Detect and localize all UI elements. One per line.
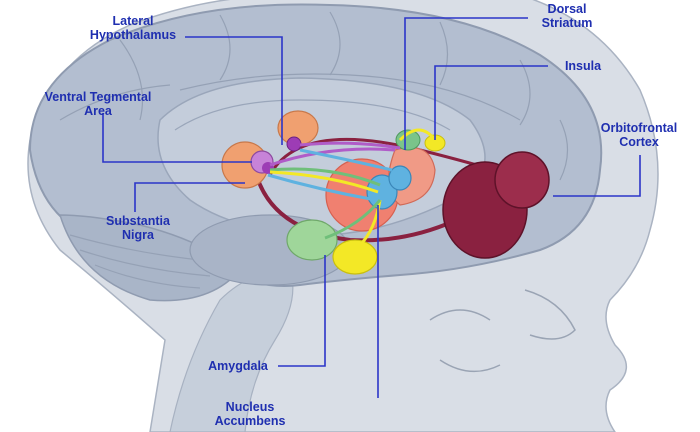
label-line: Cortex [585, 135, 693, 149]
label-amygdala: Amygdala [198, 359, 278, 373]
label-line: Ventral Tegmental [28, 90, 168, 104]
orbitofrontal-cortex-region-2 [495, 152, 549, 208]
label-line: Striatum [522, 16, 612, 30]
yellow-region-lower [333, 240, 377, 274]
label-substantia-nigra: Substantia Nigra [88, 214, 188, 242]
label-insula: Insula [548, 59, 618, 73]
label-line: Substantia [88, 214, 188, 228]
label-lateral-hypothalamus: Lateral Hypothalamus [78, 14, 188, 42]
label-line: Insula [548, 59, 618, 73]
label-line: Dorsal [522, 2, 612, 16]
label-line: Accumbens [200, 414, 300, 428]
lh-region-dot [287, 137, 301, 151]
label-line: Amygdala [198, 359, 278, 373]
label-line: Hypothalamus [78, 28, 188, 42]
label-line: Lateral [78, 14, 188, 28]
label-ventral-tegmental-area: Ventral Tegmental Area [28, 90, 168, 118]
nucleus-accumbens-region-2 [389, 166, 411, 190]
label-line: Nigra [88, 228, 188, 242]
label-orbitofrontal-cortex: Orbitofrontal Cortex [585, 121, 693, 149]
amygdala-region [287, 220, 337, 260]
label-nucleus-accumbens: Nucleus Accumbens [200, 400, 300, 428]
label-line: Nucleus [200, 400, 300, 414]
label-dorsal-striatum: Dorsal Striatum [522, 2, 612, 30]
label-line: Orbitofrontal [585, 121, 693, 135]
label-line: Area [28, 104, 168, 118]
